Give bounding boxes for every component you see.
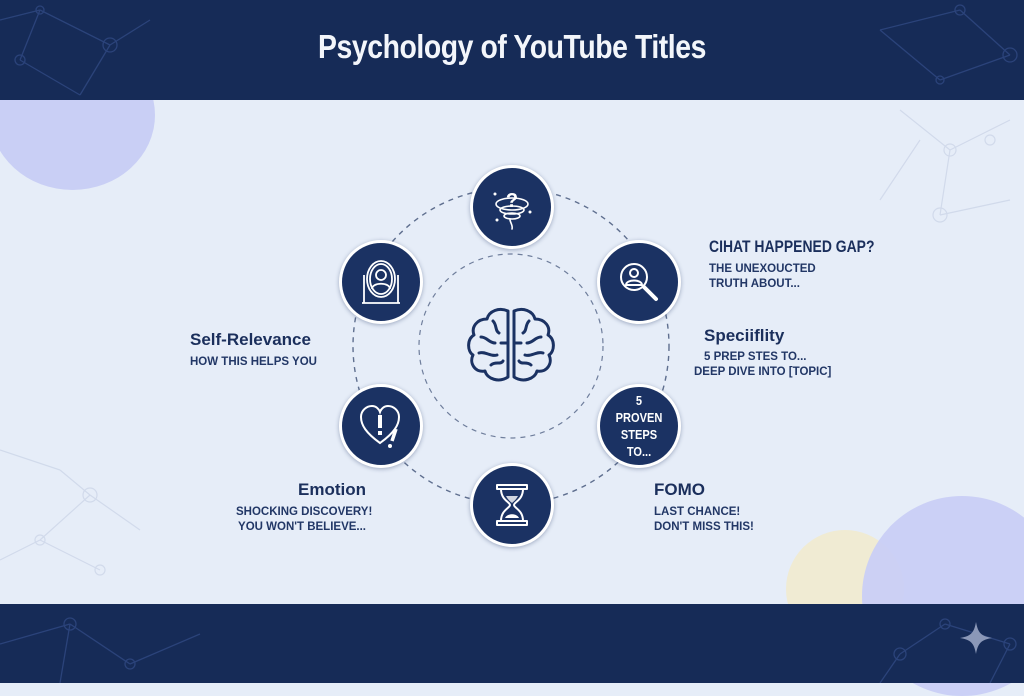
- question-tornado-icon: ?: [493, 190, 532, 230]
- label-fomo: FOMO LAST CHANCE! DON'T MISS THIS!: [654, 480, 754, 535]
- hourglass-icon: [496, 484, 528, 526]
- node-specificity: 5 PROVEN STEPS TO...: [597, 384, 681, 468]
- curiosity-gap-line-2: TRUTH ABOUT...: [709, 278, 800, 290]
- label-emotion: Emotion SHOCKING DISCOVERY! YOU WON'T BE…: [236, 480, 373, 535]
- heart-exclamation-icon: [359, 404, 401, 448]
- fomo-line-2: DON'T MISS THIS!: [654, 521, 754, 533]
- header-bar: Psychology of YouTube Titles: [0, 0, 1024, 100]
- node-fomo: [470, 463, 554, 547]
- fomo-line-1: LAST CHANCE!: [654, 506, 741, 518]
- specificity-node-text: 5 PROVEN STEPS TO...: [615, 393, 663, 459]
- footer-bar: [0, 604, 1024, 683]
- self-relevance-title: Self-Relevance: [190, 330, 311, 349]
- specificity-line-1: 5 PREP STES TO...: [704, 351, 807, 363]
- person-magnifier-icon: [620, 263, 658, 301]
- emotion-line-1: SHOCKING DISCOVERY!: [236, 506, 373, 518]
- emotion-line-2: YOU WON'T BELIEVE...: [238, 521, 366, 533]
- specificity-line-2: DEEP DIVE INTO [TOPIC]: [694, 366, 832, 378]
- sparkle-icon: [960, 622, 992, 654]
- curiosity-gap-line-1: THE UNEXOUCTED: [709, 263, 816, 275]
- curiosity-gap-title: CIHAT HAPPENED GAP?: [709, 237, 875, 256]
- label-self-relevance: Self-Relevance HOW THIS HELPS YOU: [190, 330, 317, 370]
- brain-icon: [467, 307, 555, 382]
- fomo-title: FOMO: [654, 480, 705, 499]
- svg-text:?: ?: [506, 190, 518, 212]
- node-self-relevance: [339, 240, 423, 324]
- emotion-title: Emotion: [298, 480, 366, 499]
- specificity-title: Speciiflity: [704, 326, 785, 345]
- header-network-decoration: [0, 4, 1018, 96]
- self-relevance-line-1: HOW THIS HELPS YOU: [190, 356, 317, 368]
- node-curiosity: ?: [470, 165, 554, 249]
- label-specificity: Speciiflity 5 PREP STES TO... DEEP DIVE …: [694, 326, 831, 380]
- node-emotion: [339, 384, 423, 468]
- inner-dashed-ring: [418, 253, 604, 439]
- mirror-person-icon: [362, 260, 400, 304]
- node-curiosity-gap: [597, 240, 681, 324]
- page-title: Psychology of YouTube Titles: [318, 28, 706, 65]
- label-curiosity-gap: CIHAT HAPPENED GAP? THE UNEXOUCTED TRUTH…: [709, 237, 911, 292]
